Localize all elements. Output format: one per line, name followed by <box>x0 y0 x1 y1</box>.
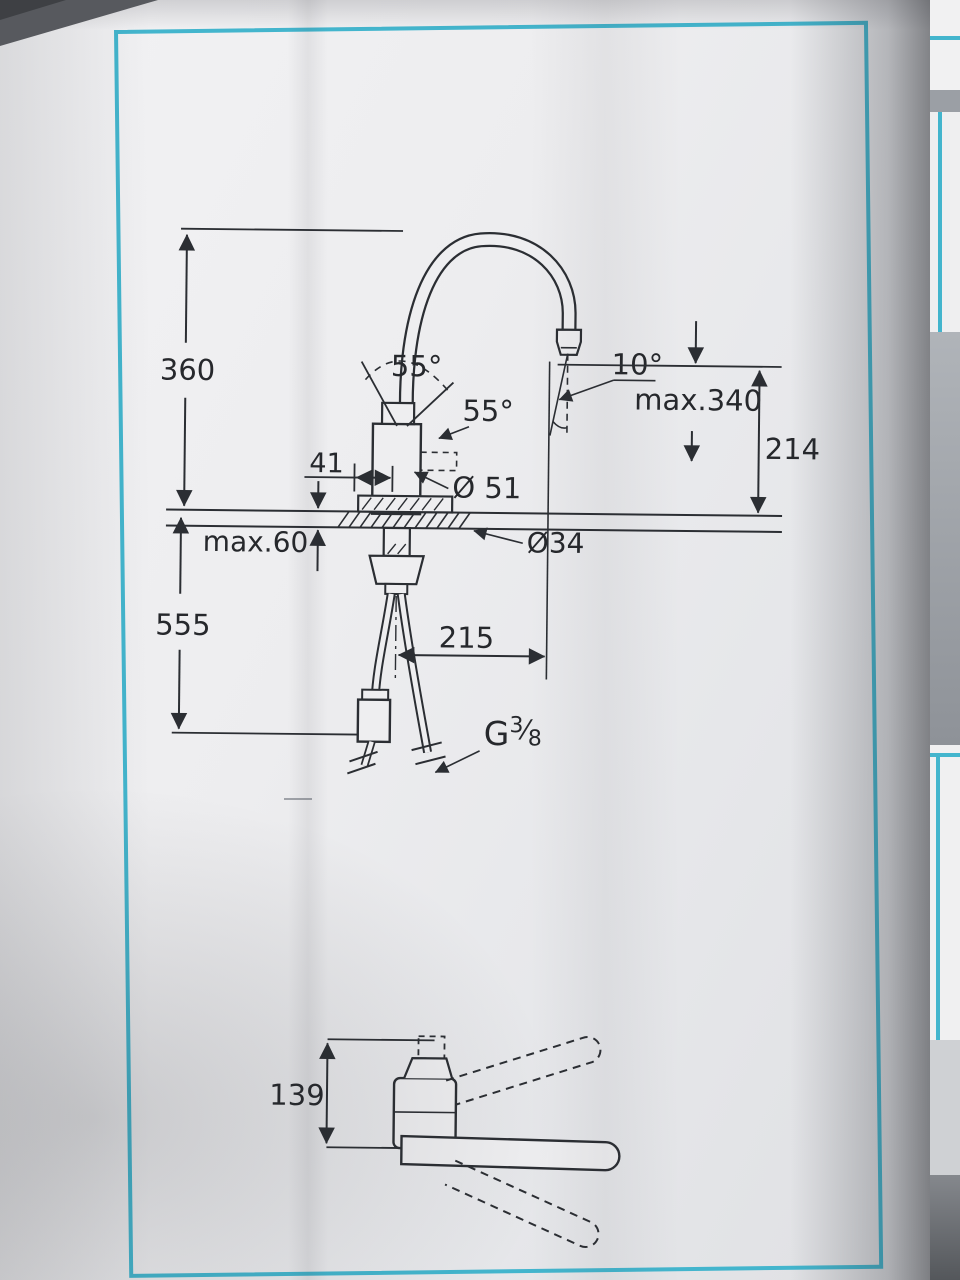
dim-dia34-label: Ø34 <box>527 526 585 560</box>
neighbor-gap <box>930 90 960 112</box>
dim-max60-label: max.60 <box>203 525 309 559</box>
faucet-dimension-drawing: 360 555 max.60 41 55° 55° <box>155 227 821 1248</box>
lever-down-dashed <box>444 1159 600 1248</box>
dim-555-label: 555 <box>155 607 211 642</box>
neighbor-box-segment <box>930 745 960 1040</box>
check-valve <box>356 698 392 744</box>
mounting-nut <box>368 554 426 586</box>
dim-139-label: 139 <box>269 1078 325 1113</box>
mounting-shank <box>382 526 412 558</box>
angle-55-left-label: 55° <box>391 349 443 384</box>
cartridge <box>380 401 416 426</box>
dim-360-label: 360 <box>160 352 216 387</box>
thread-g38-label: G3⁄8 <box>484 713 543 754</box>
lever-solid <box>400 1134 621 1172</box>
dimension-lines-group: 360 555 max.60 41 55° 55° <box>155 227 821 774</box>
dim-dia51-label: Ø 51 <box>452 471 521 506</box>
dim-max340-label: max.340 <box>634 382 762 417</box>
undercounter-group <box>347 526 446 775</box>
spout-tip <box>555 328 583 356</box>
angle-55-right-label: 55° <box>462 394 514 429</box>
neighbor-gap <box>930 1040 960 1175</box>
dim-41-label: 41 <box>309 448 344 479</box>
neighbor-gap <box>930 332 960 745</box>
registration-mark <box>284 798 312 800</box>
carton-panel <box>0 0 930 1280</box>
lever-up-dashed <box>445 1036 602 1106</box>
faucet-outline-group <box>356 232 583 516</box>
neighbor-box-segment <box>930 112 960 332</box>
lever-side-view-group: 139 <box>269 1035 621 1248</box>
dim-215-label: 215 <box>439 620 495 655</box>
neighbor-gap <box>930 1175 960 1280</box>
dim-214-label: 214 <box>765 432 821 467</box>
neighbor-box-segment <box>930 0 960 90</box>
